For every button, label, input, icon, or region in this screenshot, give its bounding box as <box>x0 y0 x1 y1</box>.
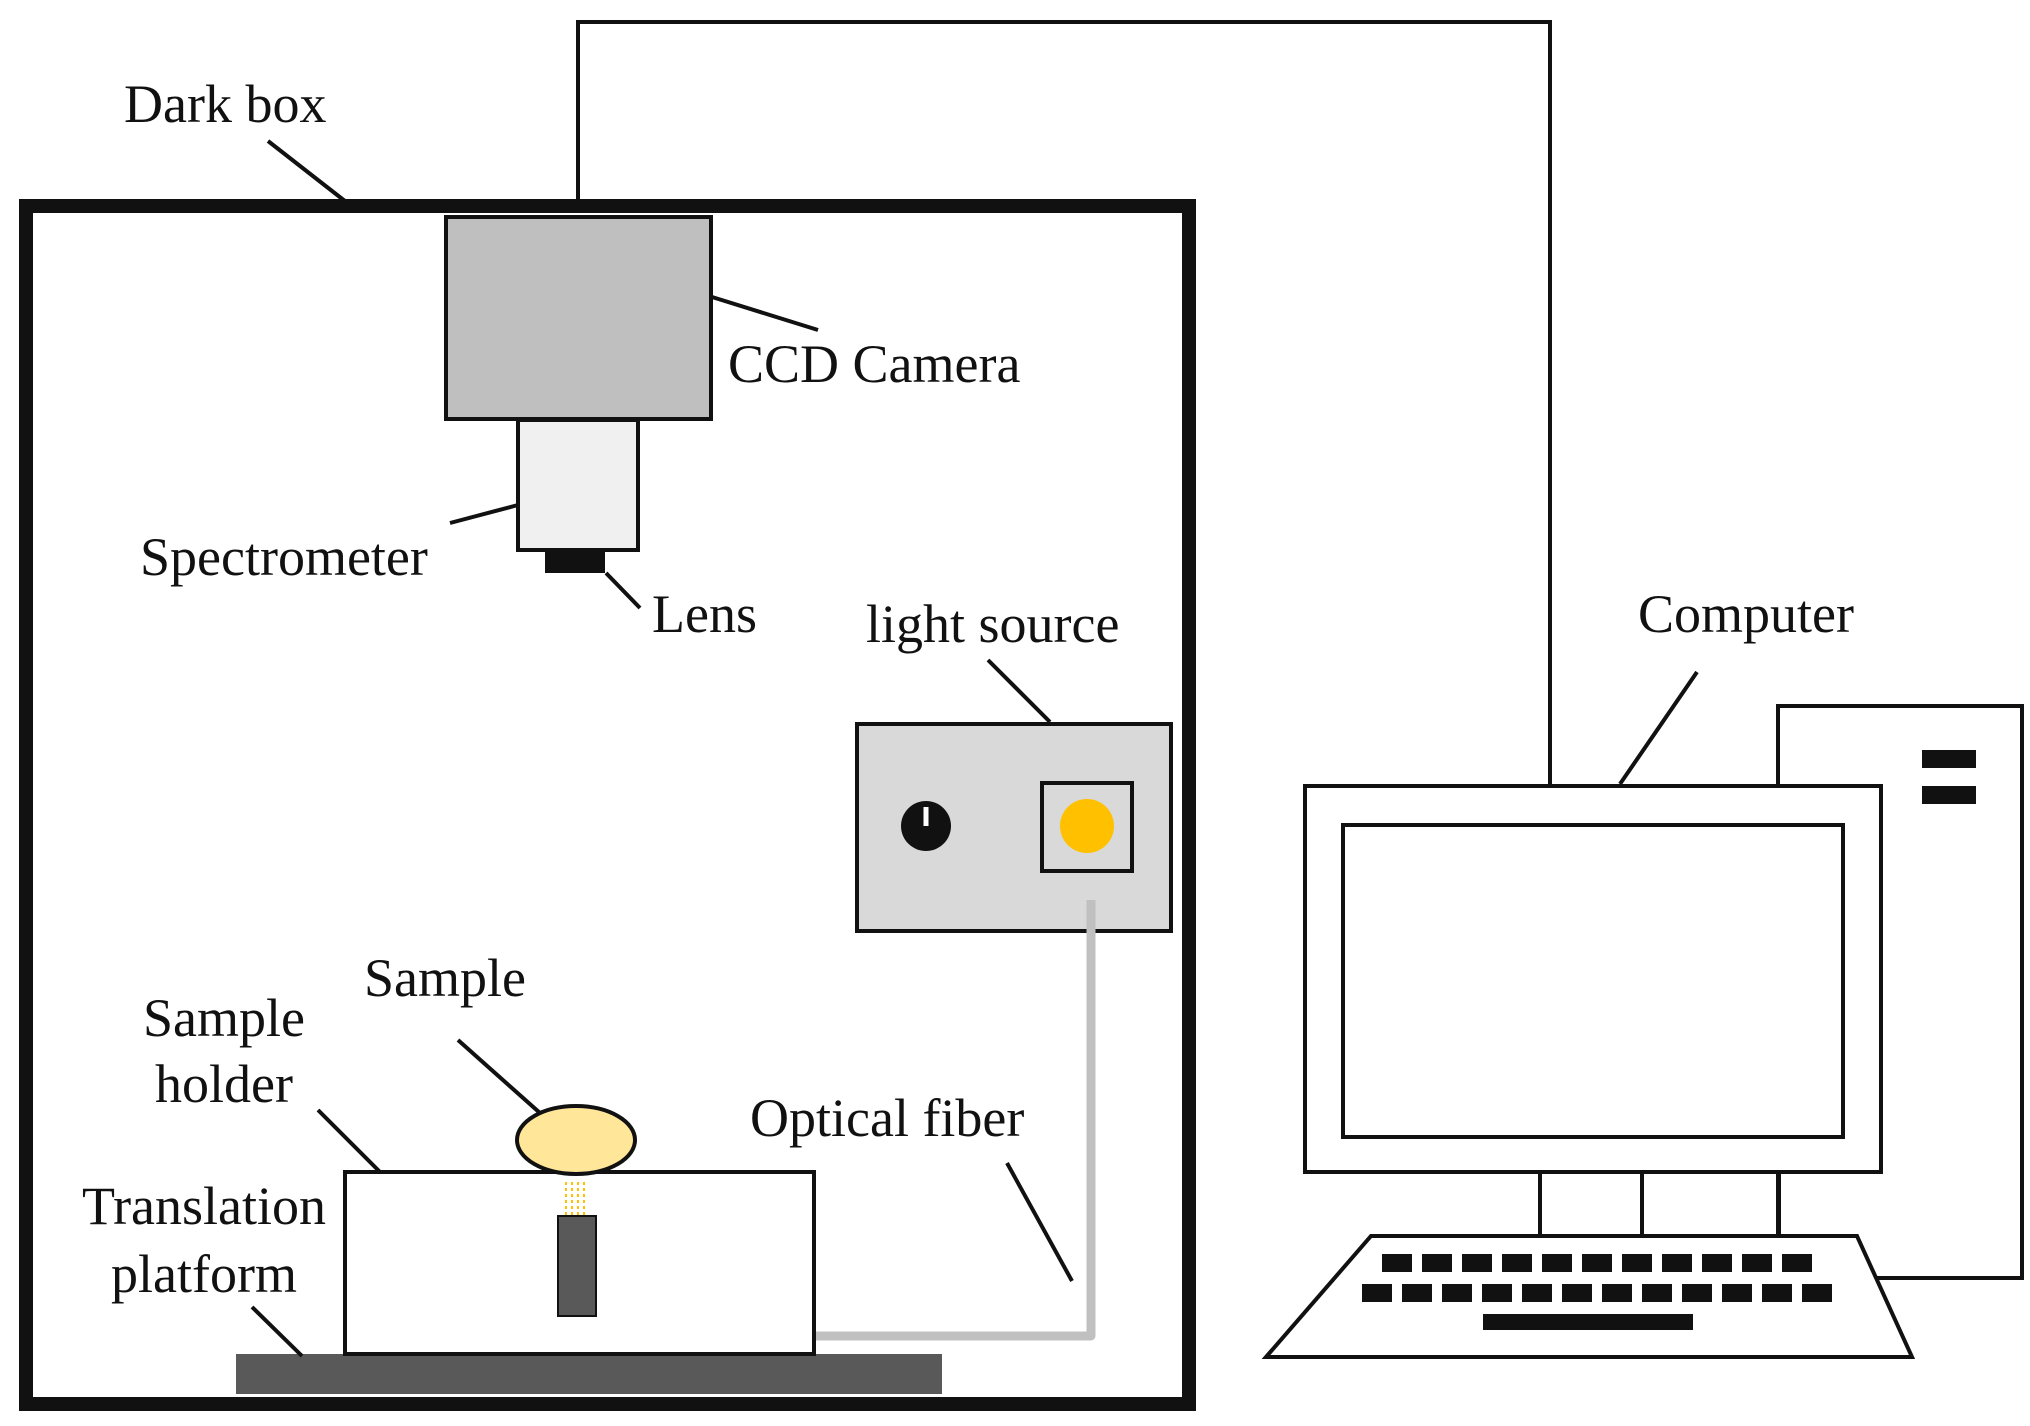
keyboard-key <box>1742 1254 1772 1272</box>
keyboard-key <box>1362 1284 1392 1302</box>
sample-leader <box>456 1038 542 1115</box>
lens <box>545 549 605 573</box>
computer-leader <box>1618 670 1699 786</box>
keyboard-key <box>1382 1254 1412 1272</box>
light-source-leader <box>986 658 1052 724</box>
keyboard-key <box>1542 1254 1572 1272</box>
keyboard-key <box>1622 1254 1652 1272</box>
label-sample: Sample <box>364 948 526 1008</box>
optical-fiber-leader <box>1005 1162 1074 1282</box>
keyboard-key <box>1402 1284 1432 1302</box>
label-light-source: light source <box>866 594 1119 654</box>
spectrometer <box>516 418 640 552</box>
sample-holder-leader <box>316 1108 382 1174</box>
light-source-port <box>1040 781 1134 873</box>
sample <box>515 1104 637 1176</box>
label-translation-platform: platform <box>111 1244 297 1304</box>
keyboard-key <box>1462 1254 1492 1272</box>
keyboard-key <box>1762 1284 1792 1302</box>
keyboard-key <box>1522 1284 1552 1302</box>
label-sample-holder: Sample <box>143 988 305 1048</box>
keyboard-keys <box>1362 1254 1832 1302</box>
ccd-camera <box>444 215 713 421</box>
lamp-icon <box>1060 799 1114 853</box>
keyboard-key <box>1422 1254 1452 1272</box>
keyboard-key <box>1482 1284 1512 1302</box>
label-ccd-camera: CCD Camera <box>728 334 1020 394</box>
label-spectrometer: Spectrometer <box>140 527 428 587</box>
label-computer: Computer <box>1638 584 1854 644</box>
keyboard-key <box>1782 1254 1812 1272</box>
label-dark-box: Dark box <box>124 74 326 134</box>
dark-box <box>19 199 1196 1411</box>
keyboard-key <box>1702 1254 1732 1272</box>
label-lens: Lens <box>652 584 757 644</box>
keyboard-key <box>1802 1284 1832 1302</box>
keyboard-key <box>1442 1284 1472 1302</box>
translation-platform-leader <box>250 1305 304 1358</box>
keyboard-key <box>1582 1254 1612 1272</box>
camera-computer-cable <box>576 20 1552 785</box>
tower-drive-bay <box>1922 750 1976 768</box>
lens-leader <box>604 571 642 610</box>
label-sample-holder: holder <box>155 1054 293 1114</box>
label-optical-fiber: Optical fiber <box>750 1088 1024 1148</box>
label-translation-platform: Translation <box>82 1176 326 1236</box>
keyboard-key <box>1662 1254 1692 1272</box>
monitor-screen <box>1341 823 1845 1139</box>
keyboard-key <box>1682 1284 1712 1302</box>
keyboard-key <box>1642 1284 1672 1302</box>
fiber-probe <box>557 1215 597 1317</box>
translation-platform <box>236 1354 942 1394</box>
tower-drive-bay <box>1922 786 1976 804</box>
ccd-camera-leader <box>711 295 819 332</box>
spectrometer-leader <box>449 503 519 525</box>
keyboard-key <box>1502 1254 1532 1272</box>
keyboard-key <box>1722 1284 1752 1302</box>
dark-box-leader <box>266 139 352 207</box>
keyboard-spacebar <box>1483 1314 1693 1330</box>
keyboard-key <box>1602 1284 1632 1302</box>
keyboard-key <box>1562 1284 1592 1302</box>
